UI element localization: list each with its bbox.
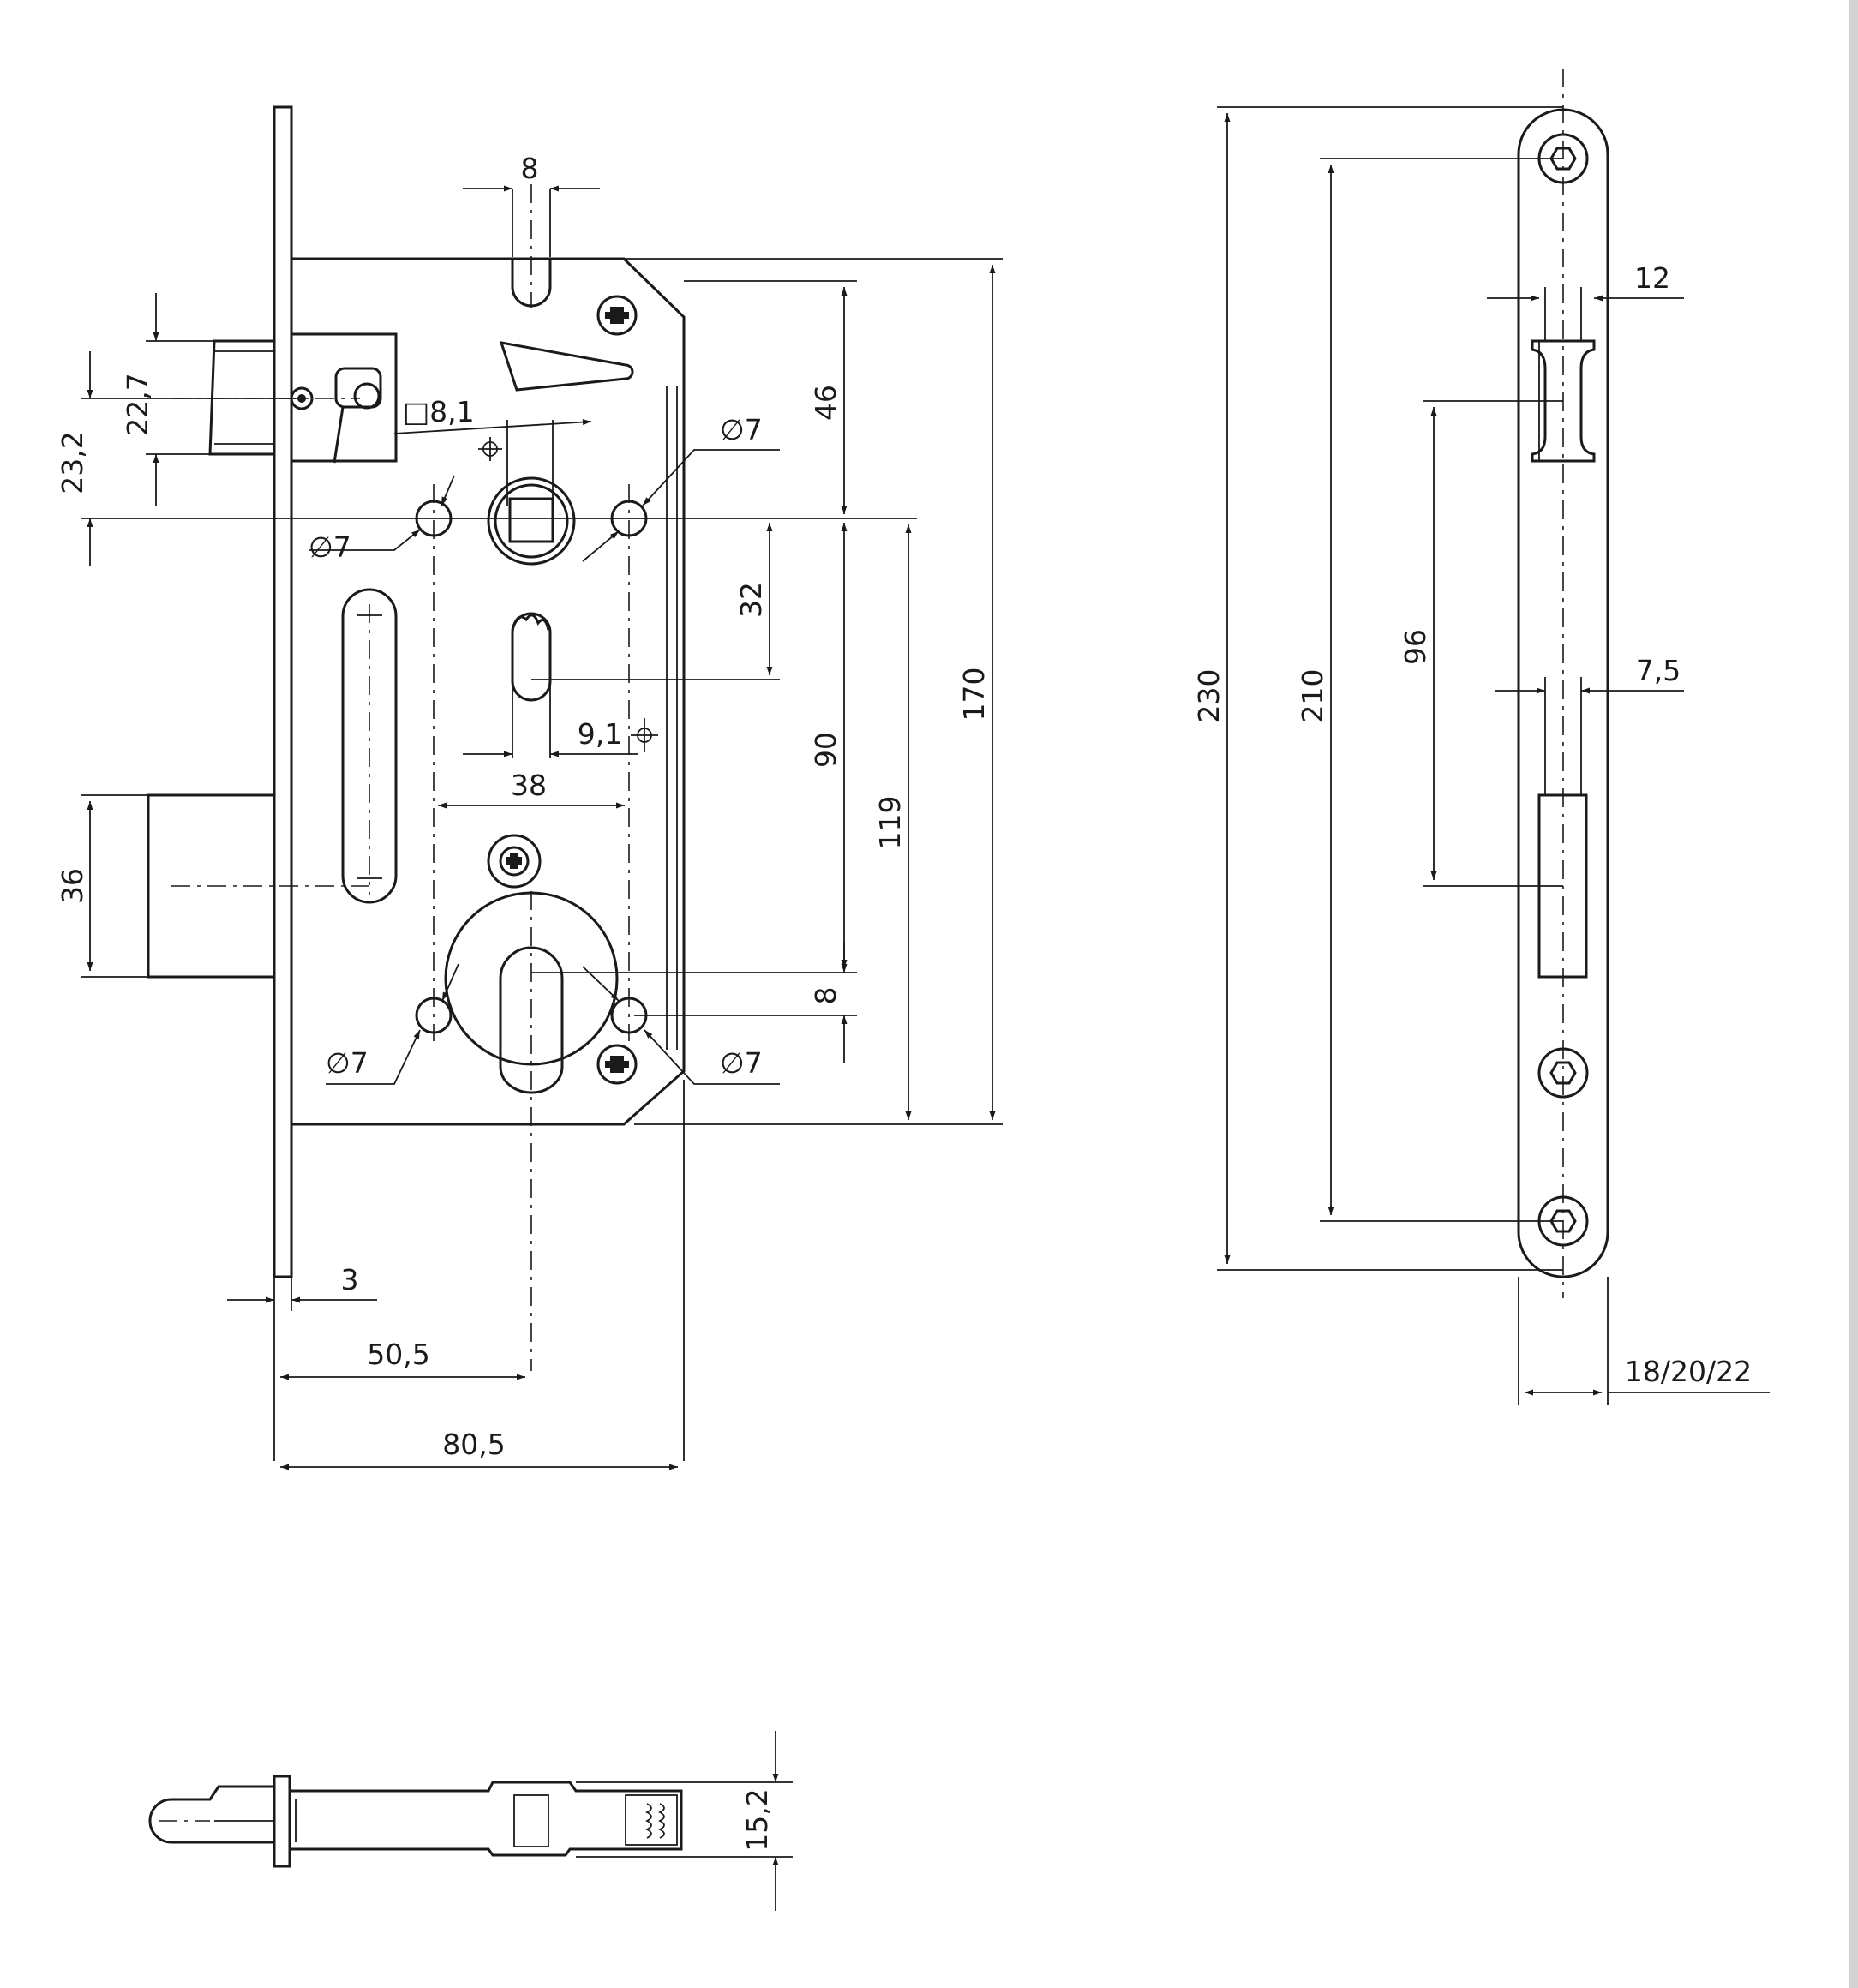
dim-210: 210 (1296, 669, 1329, 723)
dim-hole-dia-left-top: ∅7 (309, 530, 351, 564)
dim-slot-width: 8 (521, 152, 539, 185)
dim-170: 170 (957, 668, 991, 722)
dim-12: 12 (1634, 261, 1670, 295)
scrollbar[interactable] (1849, 0, 1858, 1988)
dim-7-5: 7,5 (1636, 654, 1681, 687)
latch-bolt (208, 339, 274, 456)
bottom-view (148, 1731, 793, 1911)
dim-hole-dia-right-top: ∅7 (720, 413, 763, 446)
dim-38: 38 (511, 769, 547, 802)
dim-119: 119 (873, 796, 907, 850)
dim-46: 46 (809, 385, 842, 421)
dim-32: 32 (734, 582, 768, 618)
dim-latch-height: 22,7 (121, 373, 154, 435)
latch-opening (1531, 339, 1596, 463)
dim-96: 96 (1399, 629, 1432, 665)
dim-36: 36 (56, 868, 89, 904)
follower-hub (487, 476, 576, 566)
long-slot (341, 588, 398, 904)
faceplate-side-view (1517, 69, 1609, 1298)
dim-8-mid: 8 (809, 987, 842, 1005)
dim-50-5: 50,5 (367, 1338, 429, 1371)
dim-90: 90 (809, 732, 842, 768)
dim-spindle-square: □8,1 (403, 395, 475, 428)
dim-80-5: 80,5 (442, 1428, 505, 1461)
dim-230: 230 (1192, 669, 1226, 723)
switch-slot (511, 612, 552, 702)
screw-bottom-icon (596, 1044, 638, 1085)
dim-hole-dia-left-bottom: ∅7 (326, 1046, 369, 1080)
faceplate-edge (273, 1775, 291, 1868)
cylinder-keyhole (499, 946, 564, 1094)
dim-3: 3 (341, 1263, 359, 1296)
lock-case (291, 257, 686, 1126)
deadbolt (147, 793, 276, 979)
dim-18-20-22: 18/20/22 (1625, 1355, 1752, 1388)
screw-small-icon (487, 834, 542, 889)
dim-15-2: 15,2 (740, 1788, 774, 1851)
side-dimensions (1217, 106, 1770, 1405)
hex-screw-icon (1537, 1047, 1589, 1099)
front-dimensions (81, 185, 1003, 1470)
front-view (147, 105, 686, 1371)
latch-tip (148, 1785, 274, 1844)
faceplate (273, 105, 293, 1278)
dim-9-1: 9,1 (578, 717, 622, 751)
case-edge (288, 1781, 683, 1857)
dim-hole-dia-right-bottom: ∅7 (720, 1046, 763, 1080)
dim-latch-offset: 23,2 (56, 431, 89, 494)
latch-spring (499, 341, 634, 392)
screw-top-icon (596, 295, 638, 336)
